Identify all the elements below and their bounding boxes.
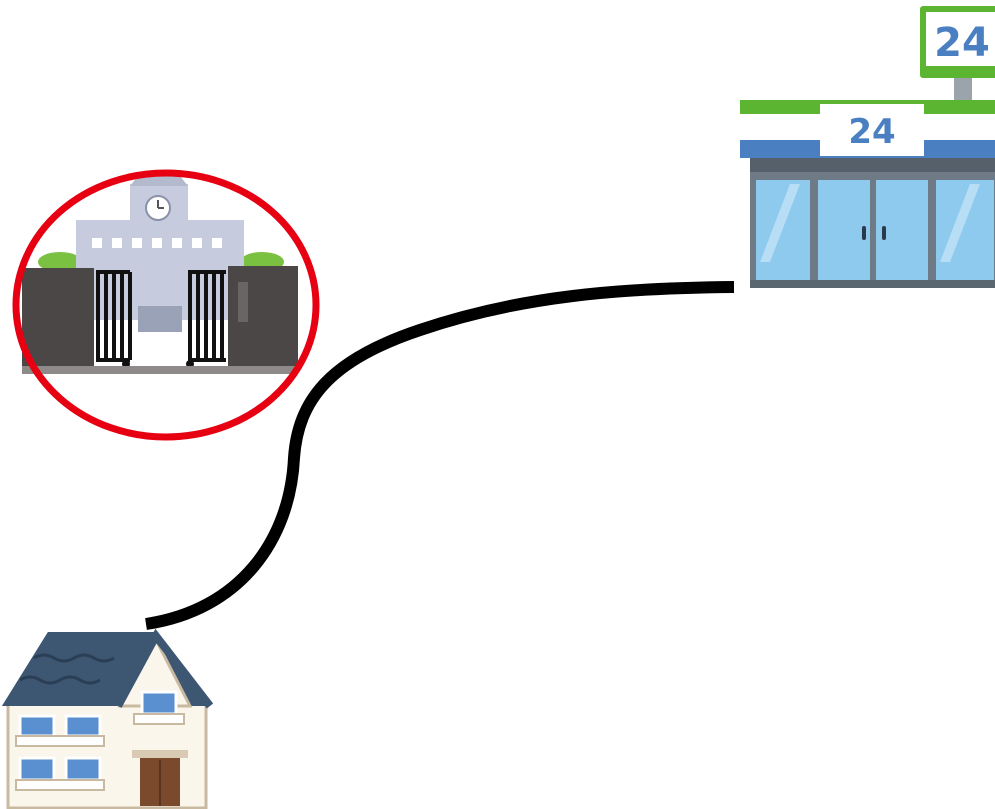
pole-sign-text: 24: [934, 20, 990, 66]
school-gate-icon: [22, 176, 298, 374]
highlight-circle: [12, 169, 320, 441]
convenience-store-icon: 24 24: [740, 6, 995, 288]
route-line: [145, 281, 735, 630]
house-icon: [2, 628, 214, 809]
facade-sign-text: 24: [848, 112, 895, 152]
